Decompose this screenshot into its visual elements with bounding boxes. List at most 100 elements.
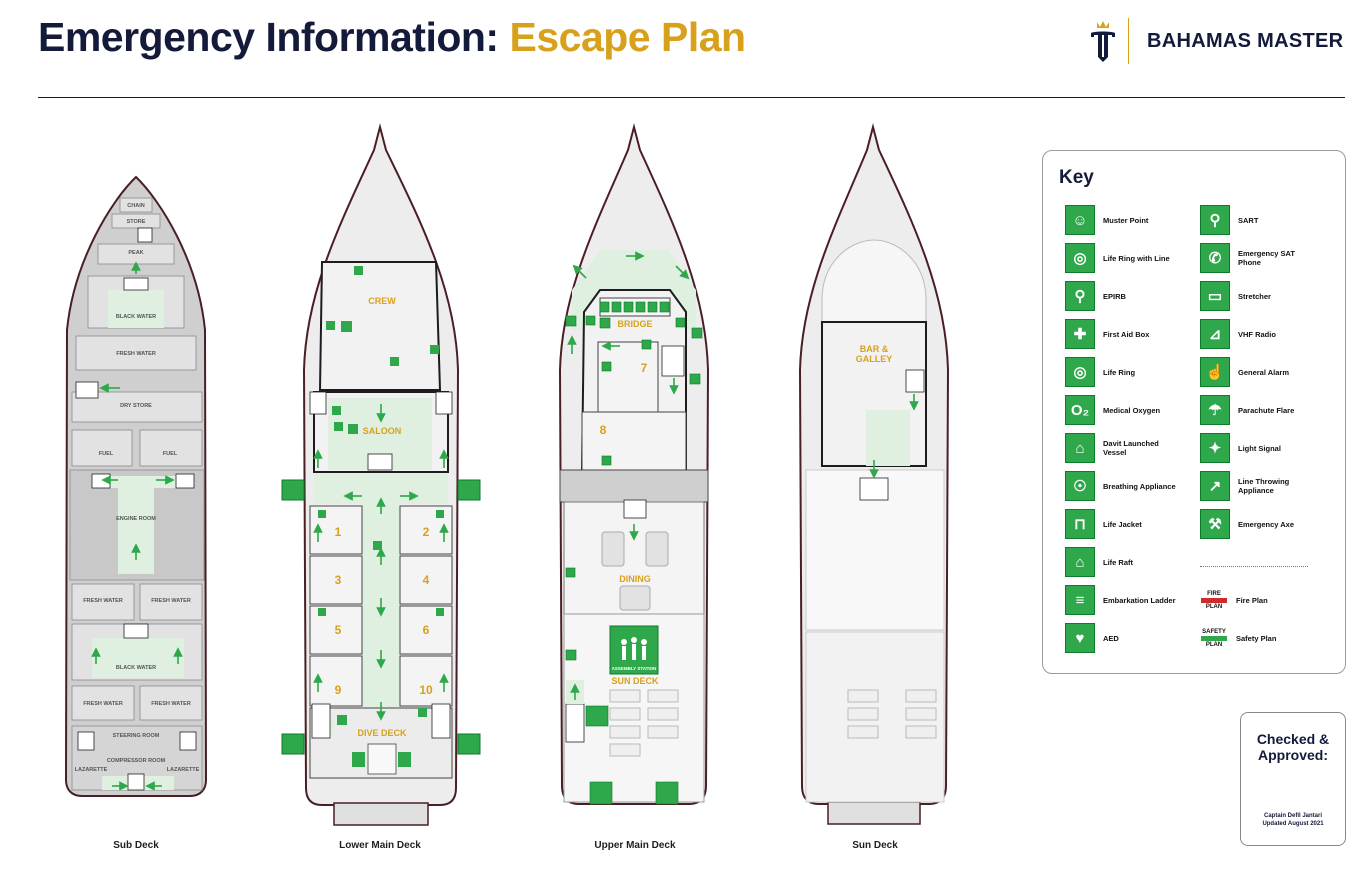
legend-item: ⚲EPIRB bbox=[1065, 281, 1205, 311]
sub-room-label: FRESH WATER bbox=[116, 351, 156, 357]
legend-divider bbox=[1200, 566, 1308, 567]
legend-item: ⌂Life Raft bbox=[1065, 547, 1205, 577]
aed-icon: ♥ bbox=[1065, 623, 1095, 653]
sun-room-label-bar: BAR & bbox=[860, 344, 889, 354]
legend-label: Emergency SAT Phone bbox=[1238, 249, 1295, 267]
sub-room-label: FUEL bbox=[163, 451, 178, 457]
title-main: Emergency Information: bbox=[38, 14, 499, 60]
legend-item: ♥ AED bbox=[1065, 623, 1205, 653]
legend-label: Life Ring with Line bbox=[1103, 253, 1170, 263]
life-ring-icon bbox=[565, 649, 577, 661]
bridge-safety-icon bbox=[635, 301, 646, 313]
upper-ladder bbox=[661, 345, 685, 377]
lower-cabin-number: 1 bbox=[335, 525, 342, 539]
legend-label: Muster Point bbox=[1103, 215, 1149, 225]
sub-ladder bbox=[179, 731, 197, 751]
lower-cabin-number: 6 bbox=[423, 623, 430, 637]
sun-lounger bbox=[647, 707, 679, 721]
sub-ladder bbox=[123, 623, 149, 639]
sub-ladder bbox=[75, 381, 99, 399]
breathing-appliance-icon: ☉ bbox=[1065, 471, 1095, 501]
legend-label: Davit Launched Vessel bbox=[1103, 439, 1159, 457]
embarkation-ladder-icon bbox=[457, 479, 481, 501]
legend-item: ✦Light Signal bbox=[1200, 433, 1340, 463]
upper-cabin-7 bbox=[597, 341, 659, 413]
legend-label: Safety Plan bbox=[1236, 634, 1277, 643]
lower-cabin-number: 2 bbox=[423, 525, 430, 539]
embarkation-ladder-icon bbox=[281, 479, 305, 501]
lower-stern-platform bbox=[333, 802, 429, 826]
life-jacket-icon bbox=[436, 510, 444, 518]
upper-cabin-number: 7 bbox=[641, 361, 648, 375]
sub-ladder bbox=[91, 473, 111, 489]
muster-point-icon: ☺ bbox=[1065, 205, 1095, 235]
upper-room-label-dining: DINING bbox=[619, 574, 651, 584]
first-aid-icon bbox=[352, 752, 365, 767]
sub-room-fuel-stbd bbox=[139, 429, 203, 467]
sub-room-freshwater-aft-port bbox=[71, 685, 135, 721]
lower-cabin-4 bbox=[399, 555, 453, 605]
lower-cabin-number: 5 bbox=[335, 623, 342, 637]
sub-ladder bbox=[175, 473, 195, 489]
legend-item: ⊓Life Jacket bbox=[1065, 509, 1205, 539]
sub-room-label: BLACK WATER bbox=[116, 314, 156, 320]
legend-label: Life Ring bbox=[1103, 367, 1136, 377]
approval-box: Checked & Approved: Captain Defil Jantar… bbox=[1240, 712, 1346, 846]
sub-room-label: FRESH WATER bbox=[151, 598, 191, 604]
brand-separator bbox=[1128, 18, 1129, 64]
sub-room-label: LAZARETTE bbox=[75, 767, 108, 773]
sun-deck-plan: BAR & GALLEY bbox=[798, 123, 950, 825]
bridge-safety-icon bbox=[611, 301, 622, 313]
life-jacket-icon bbox=[354, 266, 363, 275]
legend-label: Life Jacket bbox=[1103, 519, 1142, 529]
lower-cabin-number: 10 bbox=[419, 683, 433, 697]
upper-main-deck-plan: ASSEMBLY STATION BRIDGE DINING SUN DECK … bbox=[558, 123, 710, 805]
life-jacket-icon bbox=[436, 608, 444, 616]
sub-room-label: ENGINE ROOM bbox=[116, 516, 156, 522]
sart-icon: ⚲ bbox=[1200, 205, 1230, 235]
legend-label: Line Throwing Appliance bbox=[1238, 477, 1290, 495]
life-raft-icon bbox=[589, 781, 613, 805]
life-raft-icon bbox=[655, 781, 679, 805]
dining-table bbox=[601, 531, 625, 567]
sun-lounger bbox=[905, 725, 937, 739]
sub-room-label: STEERING ROOM bbox=[113, 733, 160, 739]
legend-label: Breathing Appliance bbox=[1103, 481, 1176, 491]
lower-main-deck-plan: CREW SALOON DIVE DECK 1 2 3 4 5 6 9 10 bbox=[281, 123, 481, 826]
lower-room-label-saloon: SALOON bbox=[363, 426, 402, 436]
sun-lounger bbox=[609, 689, 641, 703]
life-jacket-icon bbox=[430, 345, 439, 354]
sub-room-freshwater-aft-stbd bbox=[139, 685, 203, 721]
life-jacket-icon bbox=[565, 567, 576, 578]
life-ring-icon bbox=[565, 315, 577, 327]
life-jacket-icon bbox=[390, 357, 399, 366]
sun-lounger bbox=[609, 743, 641, 757]
lower-crew-area bbox=[318, 261, 442, 391]
trident-crown-icon bbox=[1091, 21, 1115, 62]
legend-label: AED bbox=[1103, 633, 1119, 643]
sun-lounger bbox=[847, 707, 879, 721]
sub-room-label: BLACK WATER bbox=[116, 665, 156, 671]
bridge-safety-icon bbox=[599, 301, 610, 313]
safety-plan-icon: SAFETY PLAN bbox=[1201, 629, 1227, 648]
legend-label: EPIRB bbox=[1103, 291, 1126, 301]
legend-item: ⚒Emergency Axe bbox=[1200, 509, 1340, 539]
deck-label-sun: Sun Deck bbox=[852, 840, 898, 851]
life-ring-line-icon: ◎ bbox=[1065, 243, 1095, 273]
first-aid-icon bbox=[348, 424, 358, 434]
lower-cabin-number: 9 bbox=[335, 683, 342, 697]
assembly-station-label: ASSEMBLY STATION bbox=[612, 666, 657, 671]
sun-ladder bbox=[859, 477, 889, 501]
sub-room-fuel-port bbox=[71, 429, 133, 467]
life-jacket-icon bbox=[691, 327, 703, 339]
upper-cabin-number: 8 bbox=[600, 423, 607, 437]
lower-cabin-3 bbox=[309, 555, 363, 605]
sub-room-freshwater-port bbox=[71, 583, 135, 621]
legend-label: Medical Oxygen bbox=[1103, 405, 1161, 415]
bridge-safety-icon bbox=[647, 301, 658, 313]
life-ring-icon bbox=[337, 715, 347, 725]
upper-room-label-sundeck: SUN DECK bbox=[611, 676, 659, 686]
sub-room-freshwater-fwd bbox=[75, 335, 197, 371]
line-throwing-icon bbox=[675, 317, 686, 328]
brand-logo: BAHAMAS MASTER bbox=[1088, 16, 1343, 66]
